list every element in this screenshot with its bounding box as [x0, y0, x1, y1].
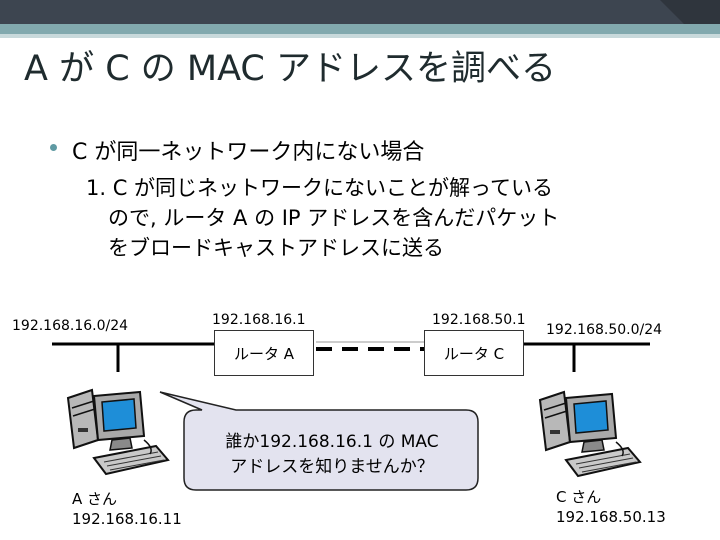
callout-bubble: [159, 391, 479, 491]
router-a-label: ルータ A: [233, 344, 295, 363]
router-a-ip: 192.168.16.1: [212, 312, 306, 328]
callout-line-1: 誰か192.168.16.1 の MAC: [225, 432, 439, 452]
numbered-line-2: ので, ルータ A の IP アドレスを含んだパケット: [108, 206, 560, 230]
bullet-text: C が同一ネットワーク内にない場合: [72, 140, 425, 165]
bullet-item: C が同一ネットワーク内にない場合: [50, 134, 425, 166]
bullet-dot-icon: [50, 144, 57, 151]
header-band-teal: [0, 24, 720, 34]
host-c-name: C さん: [556, 488, 602, 506]
host-a-ip: 192.168.16.11: [72, 510, 182, 528]
net-right-label: 192.168.50.0/24: [546, 322, 663, 338]
header-corner-accent: [660, 0, 720, 24]
header-band-dark: [0, 0, 720, 24]
slide-title: A が C の MAC アドレスを調べる: [24, 49, 556, 89]
router-c-box: ルータ C: [424, 330, 524, 376]
router-a-box: ルータ A: [214, 330, 314, 376]
computer-c-icon: [538, 390, 642, 478]
host-a-name: A さん: [72, 490, 118, 508]
router-c-ip: 192.168.50.1: [432, 312, 526, 328]
host-c-ip: 192.168.50.13: [556, 508, 666, 526]
net-left-label: 192.168.16.0/24: [12, 318, 129, 334]
numbered-line-1: 1. C が同じネットワークにないことが解っている: [86, 176, 553, 200]
callout-text: 誰か192.168.16.1 の MAC アドレスを知りませんか？: [190, 430, 474, 480]
numbered-line-3: をブロードキャストアドレスに送る: [108, 236, 444, 260]
header-band-light: [0, 34, 720, 38]
computer-a-icon: [66, 388, 170, 476]
router-c-label: ルータ C: [443, 344, 505, 363]
callout-line-2: アドレスを知りませんか？: [230, 457, 434, 477]
